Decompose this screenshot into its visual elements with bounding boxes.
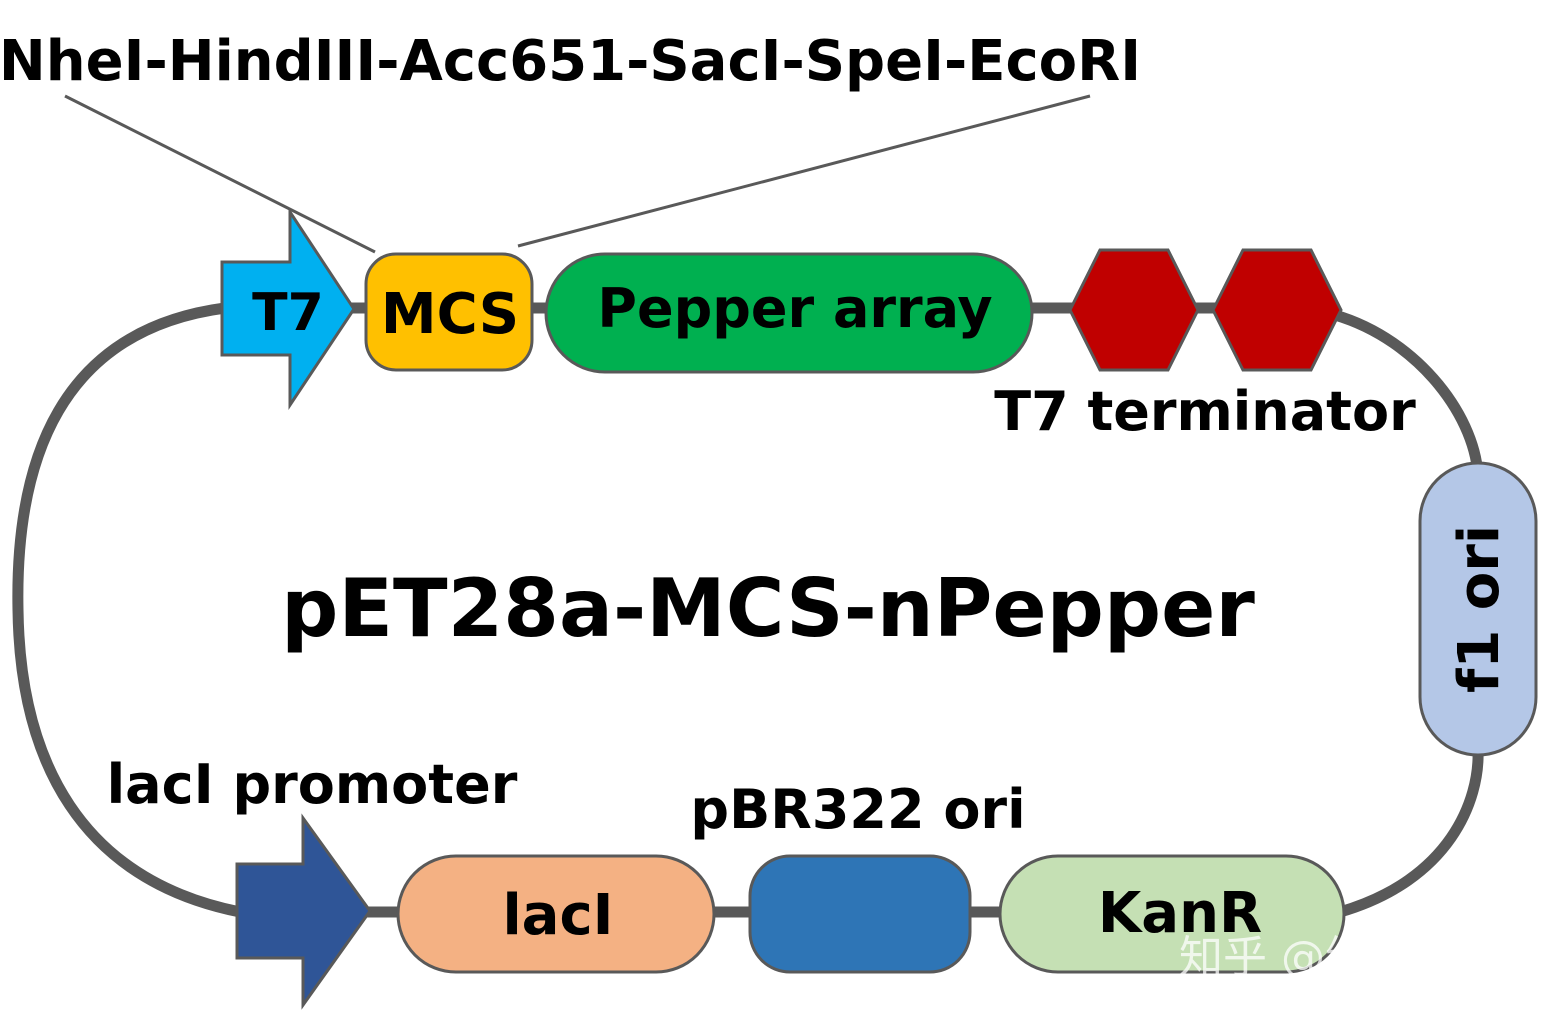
pbr322-ori-box	[748, 854, 972, 974]
pbr322-ori-label: pBR322 ori	[690, 778, 1025, 841]
pepper-array-box	[544, 252, 1034, 374]
t7-promoter-arrow	[220, 207, 356, 410]
t7-terminator-label: T7 terminator	[994, 380, 1416, 443]
kanr-box	[998, 854, 1346, 974]
t7-promoter-label: T7	[252, 283, 324, 343]
plasmid-title: pET28a-MCS-nPepper	[281, 562, 1255, 655]
laci-box	[396, 854, 716, 974]
plasmid-backbone	[12, 302, 1484, 918]
mcs-leader-line-right	[517, 94, 1091, 248]
laci-promoter-label: lacI promoter	[107, 753, 518, 816]
laci-label: lacI	[502, 883, 613, 948]
f1-ori-box	[1418, 461, 1538, 757]
kanr-label: KanR	[1098, 881, 1262, 946]
mcs-leader-line-left	[64, 94, 376, 254]
mcs-sites-label: NheI-HindIII-Acc651-SacI-SpeI-EcoRI	[0, 29, 1141, 94]
laci-promoter-arrow	[235, 813, 372, 1010]
mcs-label: MCS	[381, 282, 519, 347]
t7-terminator-hexagon-1	[1068, 248, 1200, 372]
pepper-array-label: Pepper array	[597, 277, 992, 340]
t7-terminator-hexagon-2	[1211, 248, 1343, 372]
f1-ori-label: f1 ori	[1447, 525, 1512, 693]
watermark: 知乎 @纳莹生物	[1179, 932, 1501, 983]
mcs-box	[364, 252, 534, 372]
